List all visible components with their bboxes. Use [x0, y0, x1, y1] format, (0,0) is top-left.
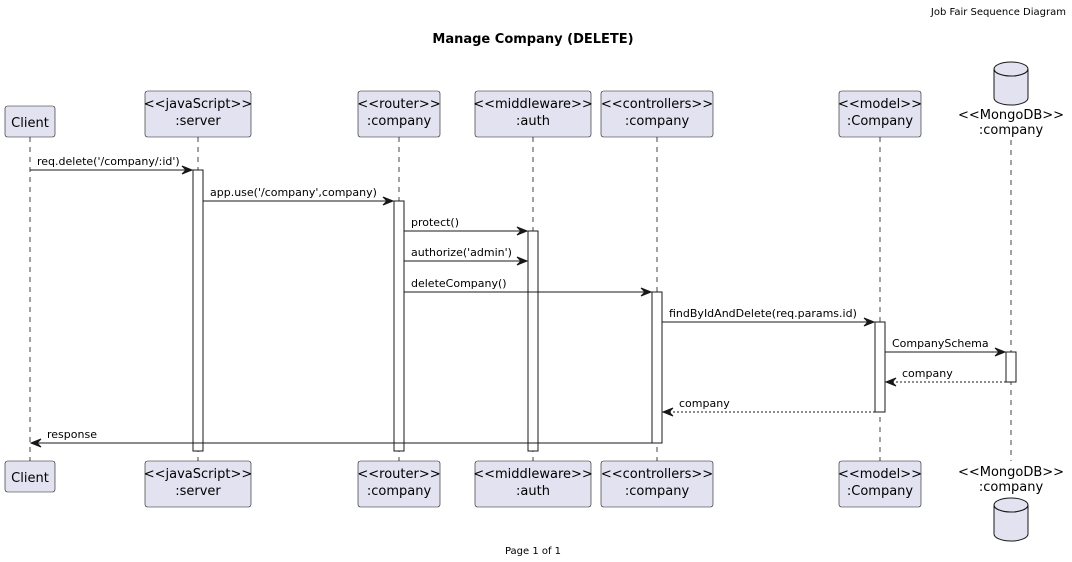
message-2: protect() [404, 216, 529, 236]
activation-bars [192, 169, 1017, 452]
participant-label: :company [979, 480, 1044, 495]
participant-label: <<model>> [838, 467, 922, 482]
participant-client-top: Client [4, 105, 56, 138]
participant-controller-top: <<controllers>> :company [600, 90, 714, 138]
participant-box [357, 90, 441, 138]
message-label: CompanySchema [892, 337, 989, 350]
message-label: deleteCompany() [411, 277, 507, 290]
participant-label: :company [979, 123, 1044, 138]
arrowhead [516, 256, 529, 266]
arrowhead [884, 377, 897, 387]
participant-label: <<javaScript>> [144, 467, 253, 482]
arrowhead [994, 347, 1007, 357]
message-label: authorize('admin') [411, 246, 512, 259]
participant-label: :server [175, 484, 221, 499]
diagram-title: Manage Company (DELETE) [432, 32, 633, 47]
participant-controller-bottom: <<controllers>> :company [600, 460, 714, 508]
participant-label: :company [625, 484, 690, 499]
participant-label: :Company [847, 484, 914, 499]
message-label: findByIdAndDelete(req.params.id) [669, 307, 857, 320]
participant-box [4, 105, 56, 138]
message-3: authorize('admin') [404, 246, 529, 266]
message-5: findByIdAndDelete(req.params.id) [662, 307, 876, 327]
message-1: app.use('/company',company) [203, 186, 395, 206]
participant-label: <<model>> [838, 97, 922, 112]
participant-label: Client [11, 116, 49, 131]
activation-router [393, 200, 405, 452]
participant-auth-top: <<middleware>> :auth [473, 90, 593, 138]
participant-label: <<middleware>> [473, 97, 593, 112]
message-label: app.use('/company',company) [210, 186, 377, 199]
participant-server-bottom: <<javaScript>> :server [144, 460, 253, 508]
page-footer: Page 1 of 1 [505, 546, 561, 557]
participant-model-bottom: <<model>> :Company [838, 460, 922, 508]
arrowhead [29, 438, 42, 448]
participant-label: :company [625, 114, 690, 129]
message-label: protect() [411, 216, 459, 229]
message-6: CompanySchema [885, 337, 1007, 357]
message-8: company [661, 397, 875, 417]
database-icon [993, 61, 1029, 106]
participants: ClientClient<<javaScript>>:server<<javaS… [4, 61, 1064, 542]
participant-router-top: <<router>> :company [357, 90, 441, 138]
arrowhead [661, 407, 674, 417]
activation-db [1005, 351, 1017, 383]
arrowhead [382, 196, 395, 206]
participant-label: <<controllers>> [601, 467, 713, 482]
participant-box [474, 460, 592, 508]
messages: req.delete('/company/:id') app.use('/comp… [29, 155, 1007, 448]
participant-box [357, 460, 441, 508]
message-4: deleteCompany() [404, 277, 653, 297]
participant-client-bottom: Client [4, 460, 56, 493]
activation-model [874, 321, 886, 413]
participant-box [474, 90, 592, 138]
arrowhead [863, 317, 876, 327]
diagram-header: Job Fair Sequence Diagram [930, 7, 1066, 18]
arrowhead [640, 287, 653, 297]
message-9: response [29, 428, 652, 448]
participant-label: :Company [847, 114, 914, 129]
participant-box [4, 460, 56, 493]
participant-box [838, 460, 922, 508]
arrowhead [181, 165, 194, 175]
message-label: req.delete('/company/:id') [37, 155, 180, 168]
participant-box [144, 90, 252, 138]
participant-auth-bottom: <<middleware>> :auth [473, 460, 593, 508]
participant-label: <<router>> [357, 467, 440, 482]
participant-label: <<controllers>> [601, 97, 713, 112]
participant-label: <<router>> [357, 97, 440, 112]
participant-model-top: <<model>> :Company [838, 90, 922, 138]
participant-label: <<MongoDB>> [958, 108, 1064, 123]
participant-label: :auth [516, 114, 550, 129]
message-label: company [679, 397, 730, 410]
activation-controller [651, 291, 663, 444]
participant-label: :auth [516, 484, 550, 499]
participant-label: :company [367, 114, 432, 129]
participant-label: Client [11, 471, 49, 486]
participant-box [600, 90, 714, 138]
participant-label: <<javaScript>> [144, 97, 253, 112]
participant-label: :company [367, 484, 432, 499]
participant-label: :server [175, 114, 221, 129]
message-7: company [884, 367, 1006, 387]
message-label: response [47, 428, 97, 441]
activation-auth [527, 230, 539, 452]
participant-box [838, 90, 922, 138]
message-label: company [902, 367, 953, 380]
database-icon [993, 497, 1029, 542]
message-0: req.delete('/company/:id') [30, 155, 194, 175]
participant-server-top: <<javaScript>> :server [144, 90, 253, 138]
participant-db-top: <<MongoDB>>:company [958, 61, 1064, 138]
activation-server [192, 169, 204, 452]
participant-label: <<MongoDB>> [958, 465, 1064, 480]
participant-box [600, 460, 714, 508]
participant-label: <<middleware>> [473, 467, 593, 482]
participant-db-bottom: <<MongoDB>>:company [958, 465, 1064, 542]
arrowhead [516, 226, 529, 236]
participant-router-bottom: <<router>> :company [357, 460, 441, 508]
lifelines [29, 137, 1012, 461]
participant-box [144, 460, 252, 508]
